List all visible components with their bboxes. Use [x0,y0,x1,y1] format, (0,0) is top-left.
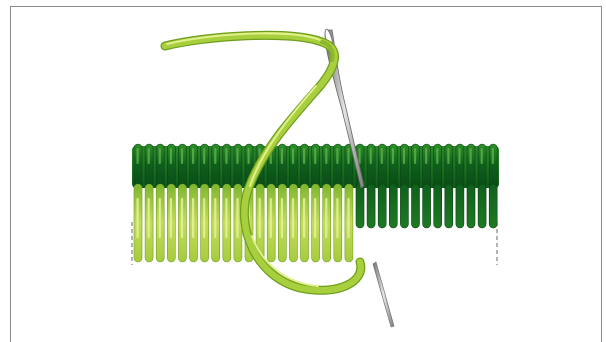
upper-stitch-highlight [414,148,416,164]
lower-stitch-dark [423,184,431,228]
upper-stitch-highlight [281,148,283,164]
lower-stitch-dark [412,184,420,228]
lower-stitch-highlight [214,198,216,238]
upper-stitch-row [132,144,499,190]
lower-stitch-highlight [292,198,294,238]
lower-stitch-dark [489,184,497,228]
lower-stitch-highlight [181,198,183,238]
upper-stitch-highlight [425,148,427,164]
lower-stitch-dark [478,184,486,228]
lower-stitch-highlight [148,198,150,238]
upper-stitch-highlight [325,148,327,164]
upper-stitch-highlight [303,148,305,164]
lower-stitch-highlight [314,198,316,238]
upper-stitch-highlight [314,148,316,164]
lower-stitch-highlight [303,198,305,238]
lower-stitch-dark [456,184,464,228]
lower-stitch-row-dark [356,184,497,228]
lower-stitch-dark [467,184,475,228]
lower-stitch-dark [367,184,375,228]
lower-stitch-dark [378,184,386,228]
upper-stitch-highlight [492,148,494,164]
upper-stitch-highlight [481,148,483,164]
upper-stitch-highlight [347,148,349,164]
upper-stitch-highlight [170,148,172,164]
lower-stitch-highlight [203,198,205,238]
lower-stitch-highlight [236,198,238,238]
upper-stitch-highlight [392,148,394,164]
upper-stitch-highlight [225,148,227,164]
lower-stitch-highlight [336,198,338,238]
upper-stitch-highlight [203,148,205,164]
lower-stitch-highlight [325,198,327,238]
lower-stitch-highlight [192,198,194,238]
lower-stitch-highlight [225,198,227,238]
lower-stitch-highlight [259,198,261,238]
lower-stitch-dark [400,184,408,228]
upper-stitch-highlight [159,148,161,164]
upper-stitch-highlight [192,148,194,164]
upper-stitch-highlight [292,148,294,164]
upper-stitch-highlight [458,148,460,164]
upper-stitch-highlight [447,148,449,164]
lower-stitch-dark [356,184,364,228]
upper-stitch-highlight [470,148,472,164]
upper-stitch-highlight [137,148,139,164]
upper-stitch-highlight [248,148,250,164]
lower-stitch-dark [445,184,453,228]
upper-stitch-highlight [236,148,238,164]
lower-stitch-dark [434,184,442,228]
lower-stitch-highlight [347,198,349,238]
upper-stitch-highlight [436,148,438,164]
lower-stitch-highlight [281,198,283,238]
upper-stitch-highlight [336,148,338,164]
needle-tip-icon [373,262,394,327]
upper-stitch-highlight [403,148,405,164]
upper-stitch-highlight [148,148,150,164]
lower-stitch-highlight [137,198,139,238]
upper-stitch-highlight [214,148,216,164]
upper-stitch-highlight [359,148,361,164]
lower-stitch-highlight [270,198,272,238]
lower-stitch-highlight [170,198,172,238]
upper-stitch-highlight [381,148,383,164]
lower-stitch-dark [389,184,397,228]
upper-stitch-highlight [370,148,372,164]
lower-stitch-highlight [159,198,161,238]
upper-stitch-highlight [181,148,183,164]
